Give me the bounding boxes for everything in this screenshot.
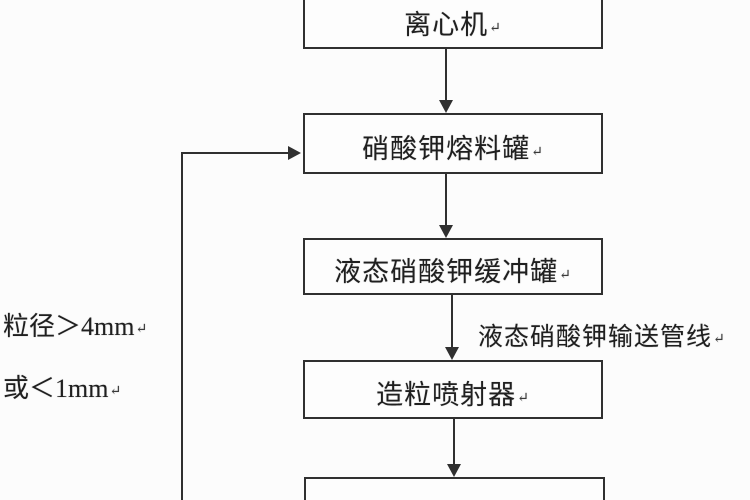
return-mark: ↵ xyxy=(517,391,530,406)
return-mark: ↵ xyxy=(559,268,572,283)
pipeline-label: 液态硝酸钾输送管线↵ xyxy=(478,324,726,351)
recycle-condition-line1: 粒径＞4mm↵ xyxy=(3,312,148,341)
return-mark: ↵ xyxy=(489,21,502,36)
flow-box-buffer-tank: 液态硝酸钾缓冲罐↵ xyxy=(303,238,603,295)
arrow-injector-to-bottom xyxy=(447,417,461,477)
arrow-buffer-tank-to-injector xyxy=(445,293,459,360)
return-mark: ↵ xyxy=(531,145,544,160)
flow-box-centrifuge-label: 离心机↵ xyxy=(404,10,502,40)
flow-box-buffer-tank-label: 液态硝酸钾缓冲罐↵ xyxy=(334,257,572,287)
recycle-loop-line xyxy=(181,146,301,500)
flow-box-injector-label: 造粒喷射器↵ xyxy=(376,380,530,410)
return-mark: ↵ xyxy=(109,384,122,399)
flow-box-bottom-truncated xyxy=(304,477,605,500)
flow-box-melt-tank-label: 硝酸钾熔料罐↵ xyxy=(362,134,544,164)
arrow-melt-tank-to-buffer-tank xyxy=(439,172,453,238)
flow-box-injector: 造粒喷射器↵ xyxy=(303,360,603,419)
flow-box-melt-tank: 硝酸钾熔料罐↵ xyxy=(303,113,603,174)
return-mark: ↵ xyxy=(135,322,148,337)
arrow-centrifuge-to-melt-tank xyxy=(439,47,453,113)
flow-box-centrifuge: 离心机↵ xyxy=(303,0,603,49)
return-mark: ↵ xyxy=(713,332,726,347)
recycle-condition-line2: 或＜1mm↵ xyxy=(3,374,122,403)
